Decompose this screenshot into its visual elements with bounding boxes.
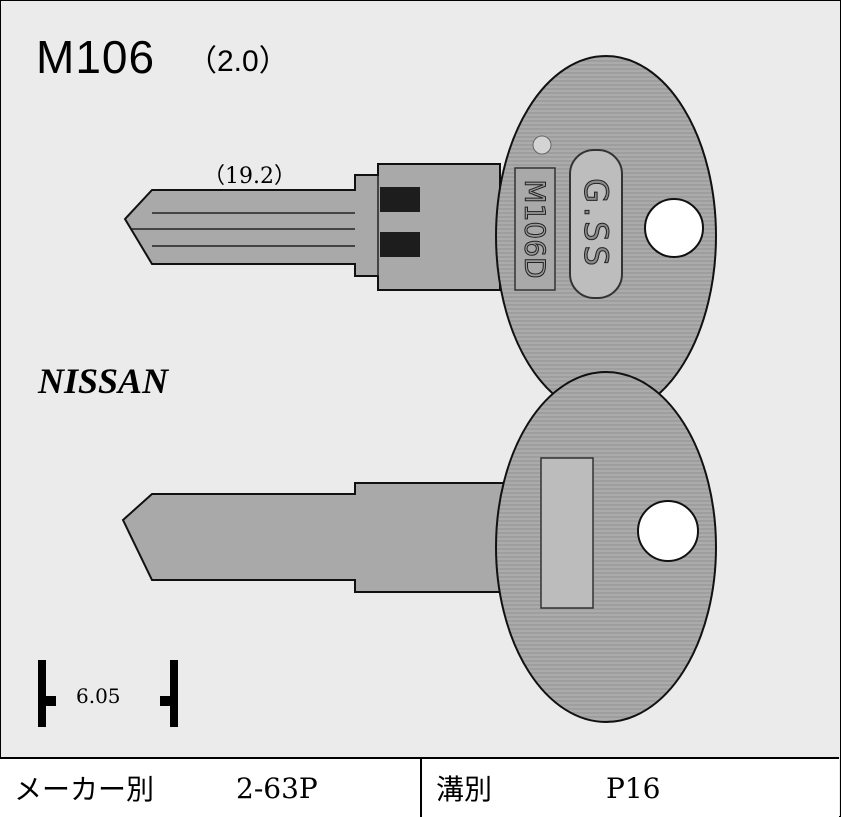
key-stamp-text: G.SS — [577, 178, 615, 270]
key-stamp-plate — [569, 149, 623, 299]
maker-label: メーカー別 — [14, 773, 155, 806]
key-front-blade — [123, 163, 501, 291]
groove-code: P16 — [606, 771, 661, 805]
key-illustration: G.SS M106D — [38, 55, 717, 727]
width-bracket-left — [38, 660, 56, 727]
key-ring-hole — [644, 198, 704, 258]
blade-length-dimension: （19.2） — [203, 164, 296, 189]
groove-label: 溝別 — [436, 773, 493, 806]
key-ring-hole — [637, 500, 699, 562]
key-code-plate — [514, 167, 556, 291]
blade-width-dimension: 6.05 — [76, 684, 121, 708]
width-bracket-right — [160, 660, 178, 727]
key-front: G.SS M106D — [123, 55, 717, 417]
footer-table: メーカー別 2-63P 溝別 P16 — [0, 757, 839, 817]
key-cut-notch — [380, 232, 420, 257]
footer-groove-cell: 溝別 P16 — [422, 759, 839, 817]
key-cut-notch — [380, 187, 420, 212]
key-back-blade — [121, 482, 506, 593]
key-code-text: M106D — [519, 179, 552, 278]
footer-maker-cell: メーカー別 2-63P — [0, 759, 422, 817]
maker-code: 2-63P — [236, 771, 318, 805]
key-thickness: （2.0） — [187, 45, 289, 78]
key-model-title: M106 — [36, 31, 156, 83]
key-back-label-plate — [540, 457, 594, 609]
key-dot-mark — [532, 135, 552, 155]
maker-name: NISSAN — [38, 361, 169, 401]
key-back — [121, 371, 717, 723]
